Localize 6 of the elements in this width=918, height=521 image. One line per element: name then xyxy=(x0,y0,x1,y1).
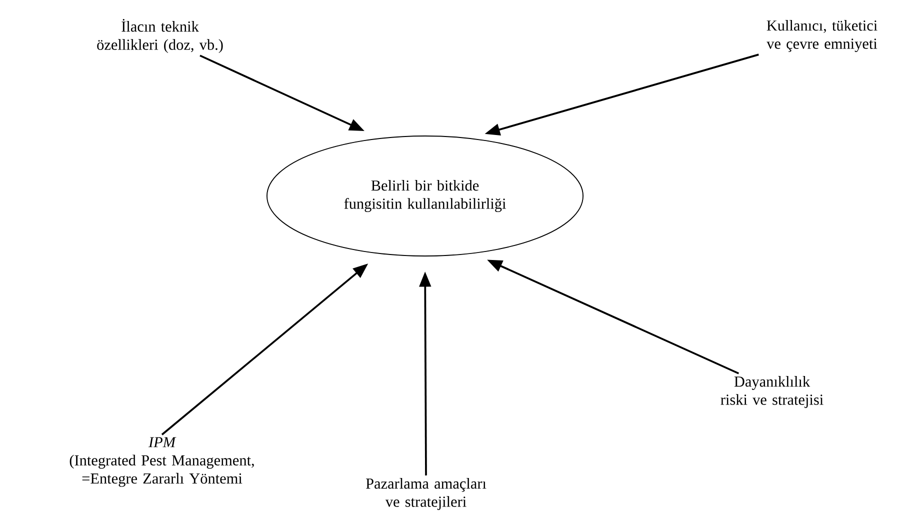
ellipse-node: Belirli bir bitkide fungisitin kullanılabilirliği xyxy=(266,136,584,256)
factor-text: Pazarlama amaçları ve stratejileri xyxy=(366,478,486,510)
factor-text: İlacın teknik özellikleri (doz, vb.) xyxy=(97,19,223,53)
factor-text: Kullanıcı, tüketici ve çevre emniyeti xyxy=(766,20,878,52)
factor-text: IPM (Integrated Pest Management, =Entegre Zararlı Yöntemi xyxy=(70,437,254,487)
factor-text: Dayanıklılık riski ve stratejisi xyxy=(720,376,824,408)
